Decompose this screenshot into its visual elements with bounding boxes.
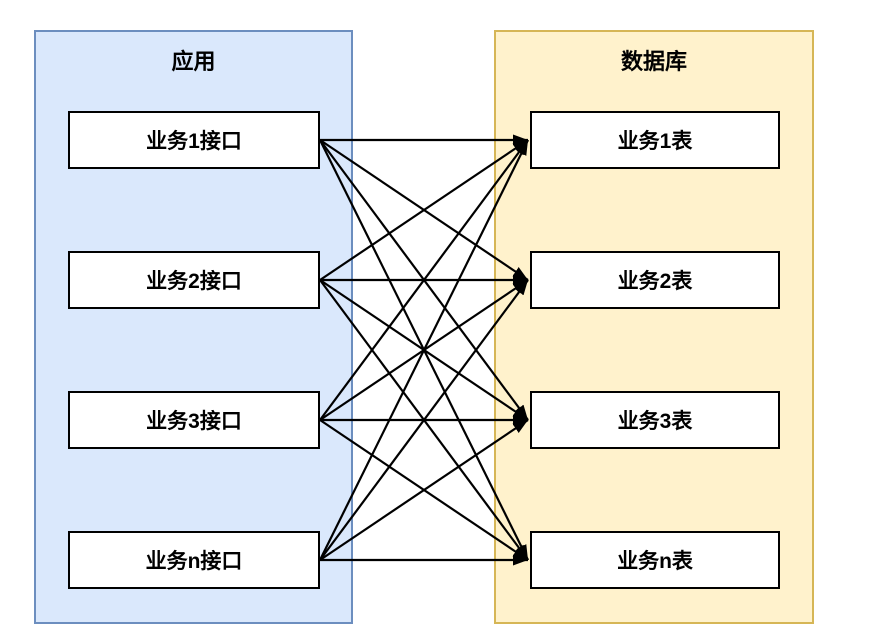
edge-line <box>319 139 529 281</box>
node-interface-1: 业务1接口 <box>68 111 320 169</box>
node-interface-n: 业务n接口 <box>68 531 320 589</box>
node-table-3: 业务3表 <box>530 391 780 449</box>
edge-line <box>319 419 529 561</box>
node-table-1: 业务1表 <box>530 111 780 169</box>
edge-line <box>319 139 529 421</box>
database-panel-title: 数据库 <box>620 49 687 74</box>
node-interface-3: 业务3接口 <box>68 391 320 449</box>
edge-line <box>319 279 529 561</box>
node-interface-2: 业务2接口 <box>68 251 320 309</box>
node-table-n: 业务n表 <box>530 531 780 589</box>
application-panel-title: 应用 <box>171 49 216 74</box>
node-table-2: 业务2表 <box>530 251 780 309</box>
edge-line <box>319 139 529 561</box>
